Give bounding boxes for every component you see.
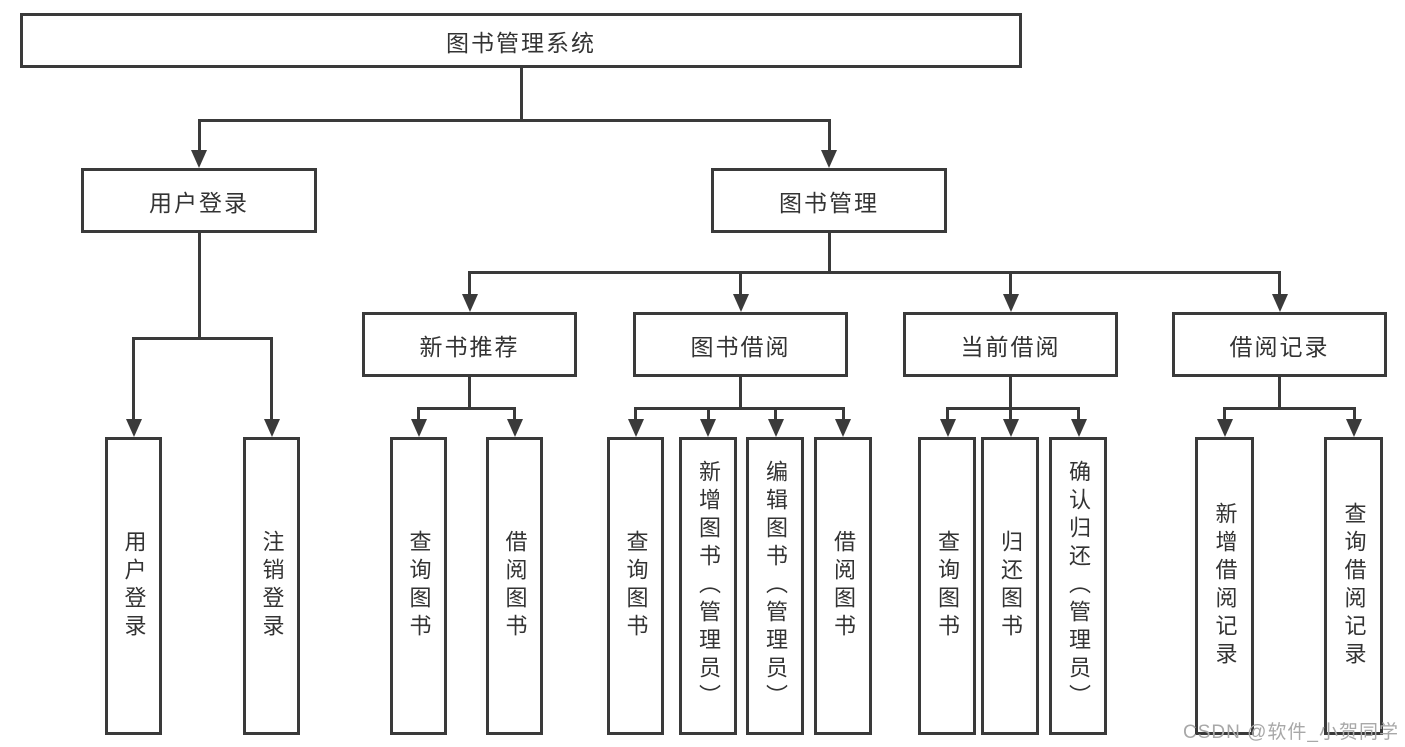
connector-line [197, 119, 831, 122]
leaf-search-books-borrowing: 查询图书 [607, 437, 664, 735]
connector-line [1009, 407, 1012, 421]
connector-line [197, 119, 201, 152]
arrowhead-down-icon [1271, 294, 1288, 312]
connector-line [417, 407, 516, 410]
leaf-search-books-recommend-label: 查询图书 [406, 530, 432, 642]
arrowhead-down-icon [835, 419, 851, 437]
leaf-borrow-books-recommend: 借阅图书 [486, 437, 543, 735]
connector-line [827, 119, 831, 152]
connector-line [1223, 407, 1356, 410]
connector-line [1278, 377, 1281, 410]
arrowhead-down-icon [263, 419, 280, 437]
node-library-system-label: 图书管理系统 [446, 29, 596, 56]
connector-line [946, 407, 1080, 410]
leaf-confirm-return-admin: 确认归还（管理员） [1049, 437, 1107, 735]
arrowhead-down-icon [125, 419, 142, 437]
connector-line [519, 68, 523, 122]
node-library-system: 图书管理系统 [20, 13, 1022, 68]
arrowhead-down-icon [939, 419, 956, 437]
leaf-add-books-admin-label: 新增图书（管理员） [696, 460, 721, 712]
arrowhead-down-icon [1002, 419, 1019, 437]
connector-line [468, 271, 1281, 274]
connector-line [634, 407, 637, 421]
leaf-logout-label: 注销登录 [259, 530, 285, 642]
leaf-search-books-current-label: 查询图书 [935, 530, 960, 642]
leaf-search-borrow-record: 查询借阅记录 [1324, 437, 1383, 735]
arrowhead-down-icon [1216, 419, 1233, 437]
node-user-login: 用户登录 [81, 168, 317, 233]
connector-line [1077, 407, 1080, 421]
connector-line [706, 407, 710, 421]
leaf-add-borrow-record-label: 新增借阅记录 [1212, 502, 1238, 670]
arrowhead-down-icon [506, 419, 523, 437]
leaf-borrow-books: 借阅图书 [814, 437, 872, 735]
node-book-borrowing-label: 图书借阅 [690, 333, 791, 360]
connector-line [132, 337, 273, 340]
connector-line [270, 337, 273, 421]
leaf-logout: 注销登录 [243, 437, 300, 735]
node-book-borrowing: 图书借阅 [633, 312, 848, 377]
leaf-add-books-admin: 新增图书（管理员） [679, 437, 737, 735]
connector-line [1009, 271, 1012, 296]
arrowhead-down-icon [700, 419, 716, 437]
leaf-borrow-books-recommend-label: 借阅图书 [502, 530, 528, 642]
connector-line [132, 337, 135, 421]
arrowhead-down-icon [821, 150, 837, 168]
arrowhead-down-icon [767, 419, 784, 437]
leaf-return-books: 归还图书 [981, 437, 1039, 735]
arrowhead-down-icon [191, 150, 207, 168]
connector-line [1352, 407, 1356, 421]
arrowhead-down-icon [1070, 419, 1087, 437]
arrowhead-down-icon [627, 419, 644, 437]
connector-line [634, 407, 845, 410]
arrowhead-down-icon [732, 294, 749, 312]
node-borrowing-records-label: 借阅记录 [1229, 333, 1330, 360]
node-new-book-recommendation: 新书推荐 [362, 312, 577, 377]
csdn-watermark: CSDN @软件_小贺同学 [1183, 722, 1399, 743]
connector-line [841, 407, 845, 421]
leaf-edit-books-admin-label: 编辑图书（管理员） [763, 460, 788, 712]
arrowhead-down-icon [1002, 294, 1019, 312]
connector-line [513, 407, 516, 421]
leaf-user-login-label: 用户登录 [121, 530, 147, 642]
node-book-management: 图书管理 [711, 168, 947, 233]
connector-line [1223, 407, 1226, 421]
node-new-book-recommendation-label: 新书推荐 [419, 333, 520, 360]
leaf-borrow-books-label: 借阅图书 [831, 530, 856, 642]
leaf-search-books-current: 查询图书 [918, 437, 976, 735]
connector-line [739, 271, 742, 296]
leaf-add-borrow-record: 新增借阅记录 [1195, 437, 1254, 735]
connector-line [1009, 377, 1012, 410]
connector-line [197, 233, 201, 340]
arrowhead-down-icon [1346, 419, 1362, 437]
connector-line [417, 407, 420, 421]
node-current-borrowing-label: 当前借阅 [960, 333, 1061, 360]
connector-line [468, 271, 471, 296]
connector-line [827, 233, 831, 274]
leaf-search-books-recommend: 查询图书 [390, 437, 447, 735]
arrowhead-down-icon [410, 419, 427, 437]
arrowhead-down-icon [461, 294, 478, 312]
leaf-return-books-label: 归还图书 [998, 530, 1023, 642]
connector-line [468, 377, 471, 410]
leaf-edit-books-admin: 编辑图书（管理员） [746, 437, 804, 735]
connector-line [739, 377, 742, 410]
connector-line [774, 407, 777, 421]
node-borrowing-records: 借阅记录 [1172, 312, 1387, 377]
leaf-confirm-return-admin-label: 确认归还（管理员） [1066, 460, 1091, 712]
leaf-search-borrow-record-label: 查询借阅记录 [1341, 502, 1367, 670]
leaf-user-login: 用户登录 [105, 437, 162, 735]
node-user-login-label: 用户登录 [149, 189, 249, 216]
leaf-search-books-borrowing-label: 查询图书 [623, 530, 649, 642]
node-current-borrowing: 当前借阅 [903, 312, 1118, 377]
node-book-management-label: 图书管理 [779, 189, 879, 216]
connector-line [1278, 271, 1281, 296]
connector-line [946, 407, 949, 421]
